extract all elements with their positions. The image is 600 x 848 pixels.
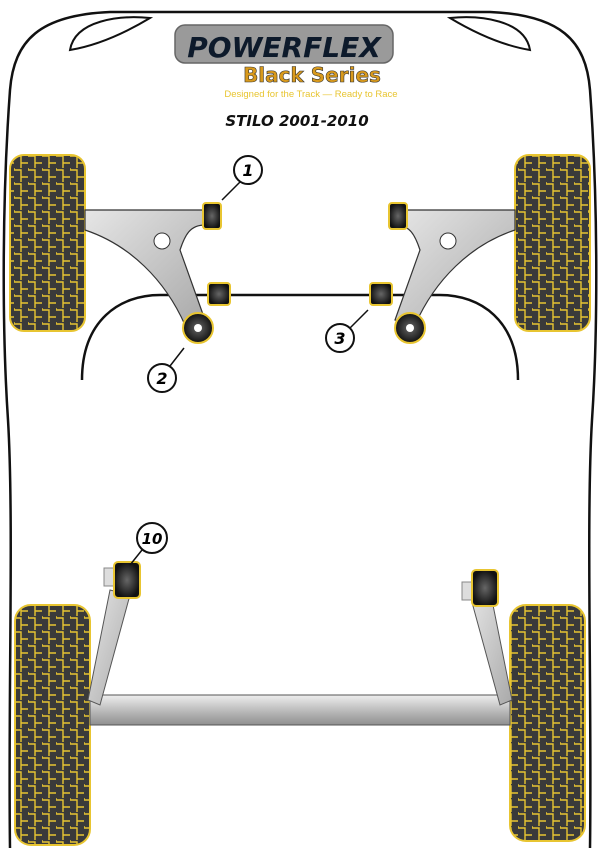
front-right-tyre [514,154,591,332]
tagline: Designed for the Track — Ready to Race [224,89,397,100]
callout-number: 2 [156,369,167,388]
callout-3[interactable]: 3 [325,309,369,353]
powerflex-logo: POWERFLEX Black Series [174,24,394,87]
model-title: STILO 2001-2010 [225,112,368,130]
bush-rear-beam-right [461,569,499,607]
callout-number: 1 [242,161,253,180]
callout-10[interactable]: 10 [129,522,168,566]
car-body-outline [2,10,598,848]
bush-anti-roll-bar-right [369,282,393,306]
bush-front-arm-rear-left [182,312,214,344]
logo-brand: POWERFLEX [187,31,382,64]
callout-number: 10 [142,530,163,548]
rear-beam-axle [89,694,511,726]
callout-2[interactable]: 2 [147,347,185,393]
logo-series: Black Series [243,63,381,87]
rear-right-tyre [509,604,586,842]
callout-1[interactable]: 1 [221,155,263,201]
rear-left-trailing-arm [87,589,131,706]
front-right-wishbone [394,209,516,326]
bush-rear-beam-left [103,561,141,599]
bush-front-arm-front-left [202,202,222,230]
rear-right-trailing-arm [469,589,513,706]
front-left-tyre [9,154,86,332]
bush-anti-roll-bar-left [207,282,231,306]
bush-front-arm-rear-right [394,312,426,344]
front-left-wishbone [84,209,206,326]
rear-left-tyre [14,604,91,846]
bush-front-arm-front-right [388,202,408,230]
callout-number: 3 [334,329,345,348]
